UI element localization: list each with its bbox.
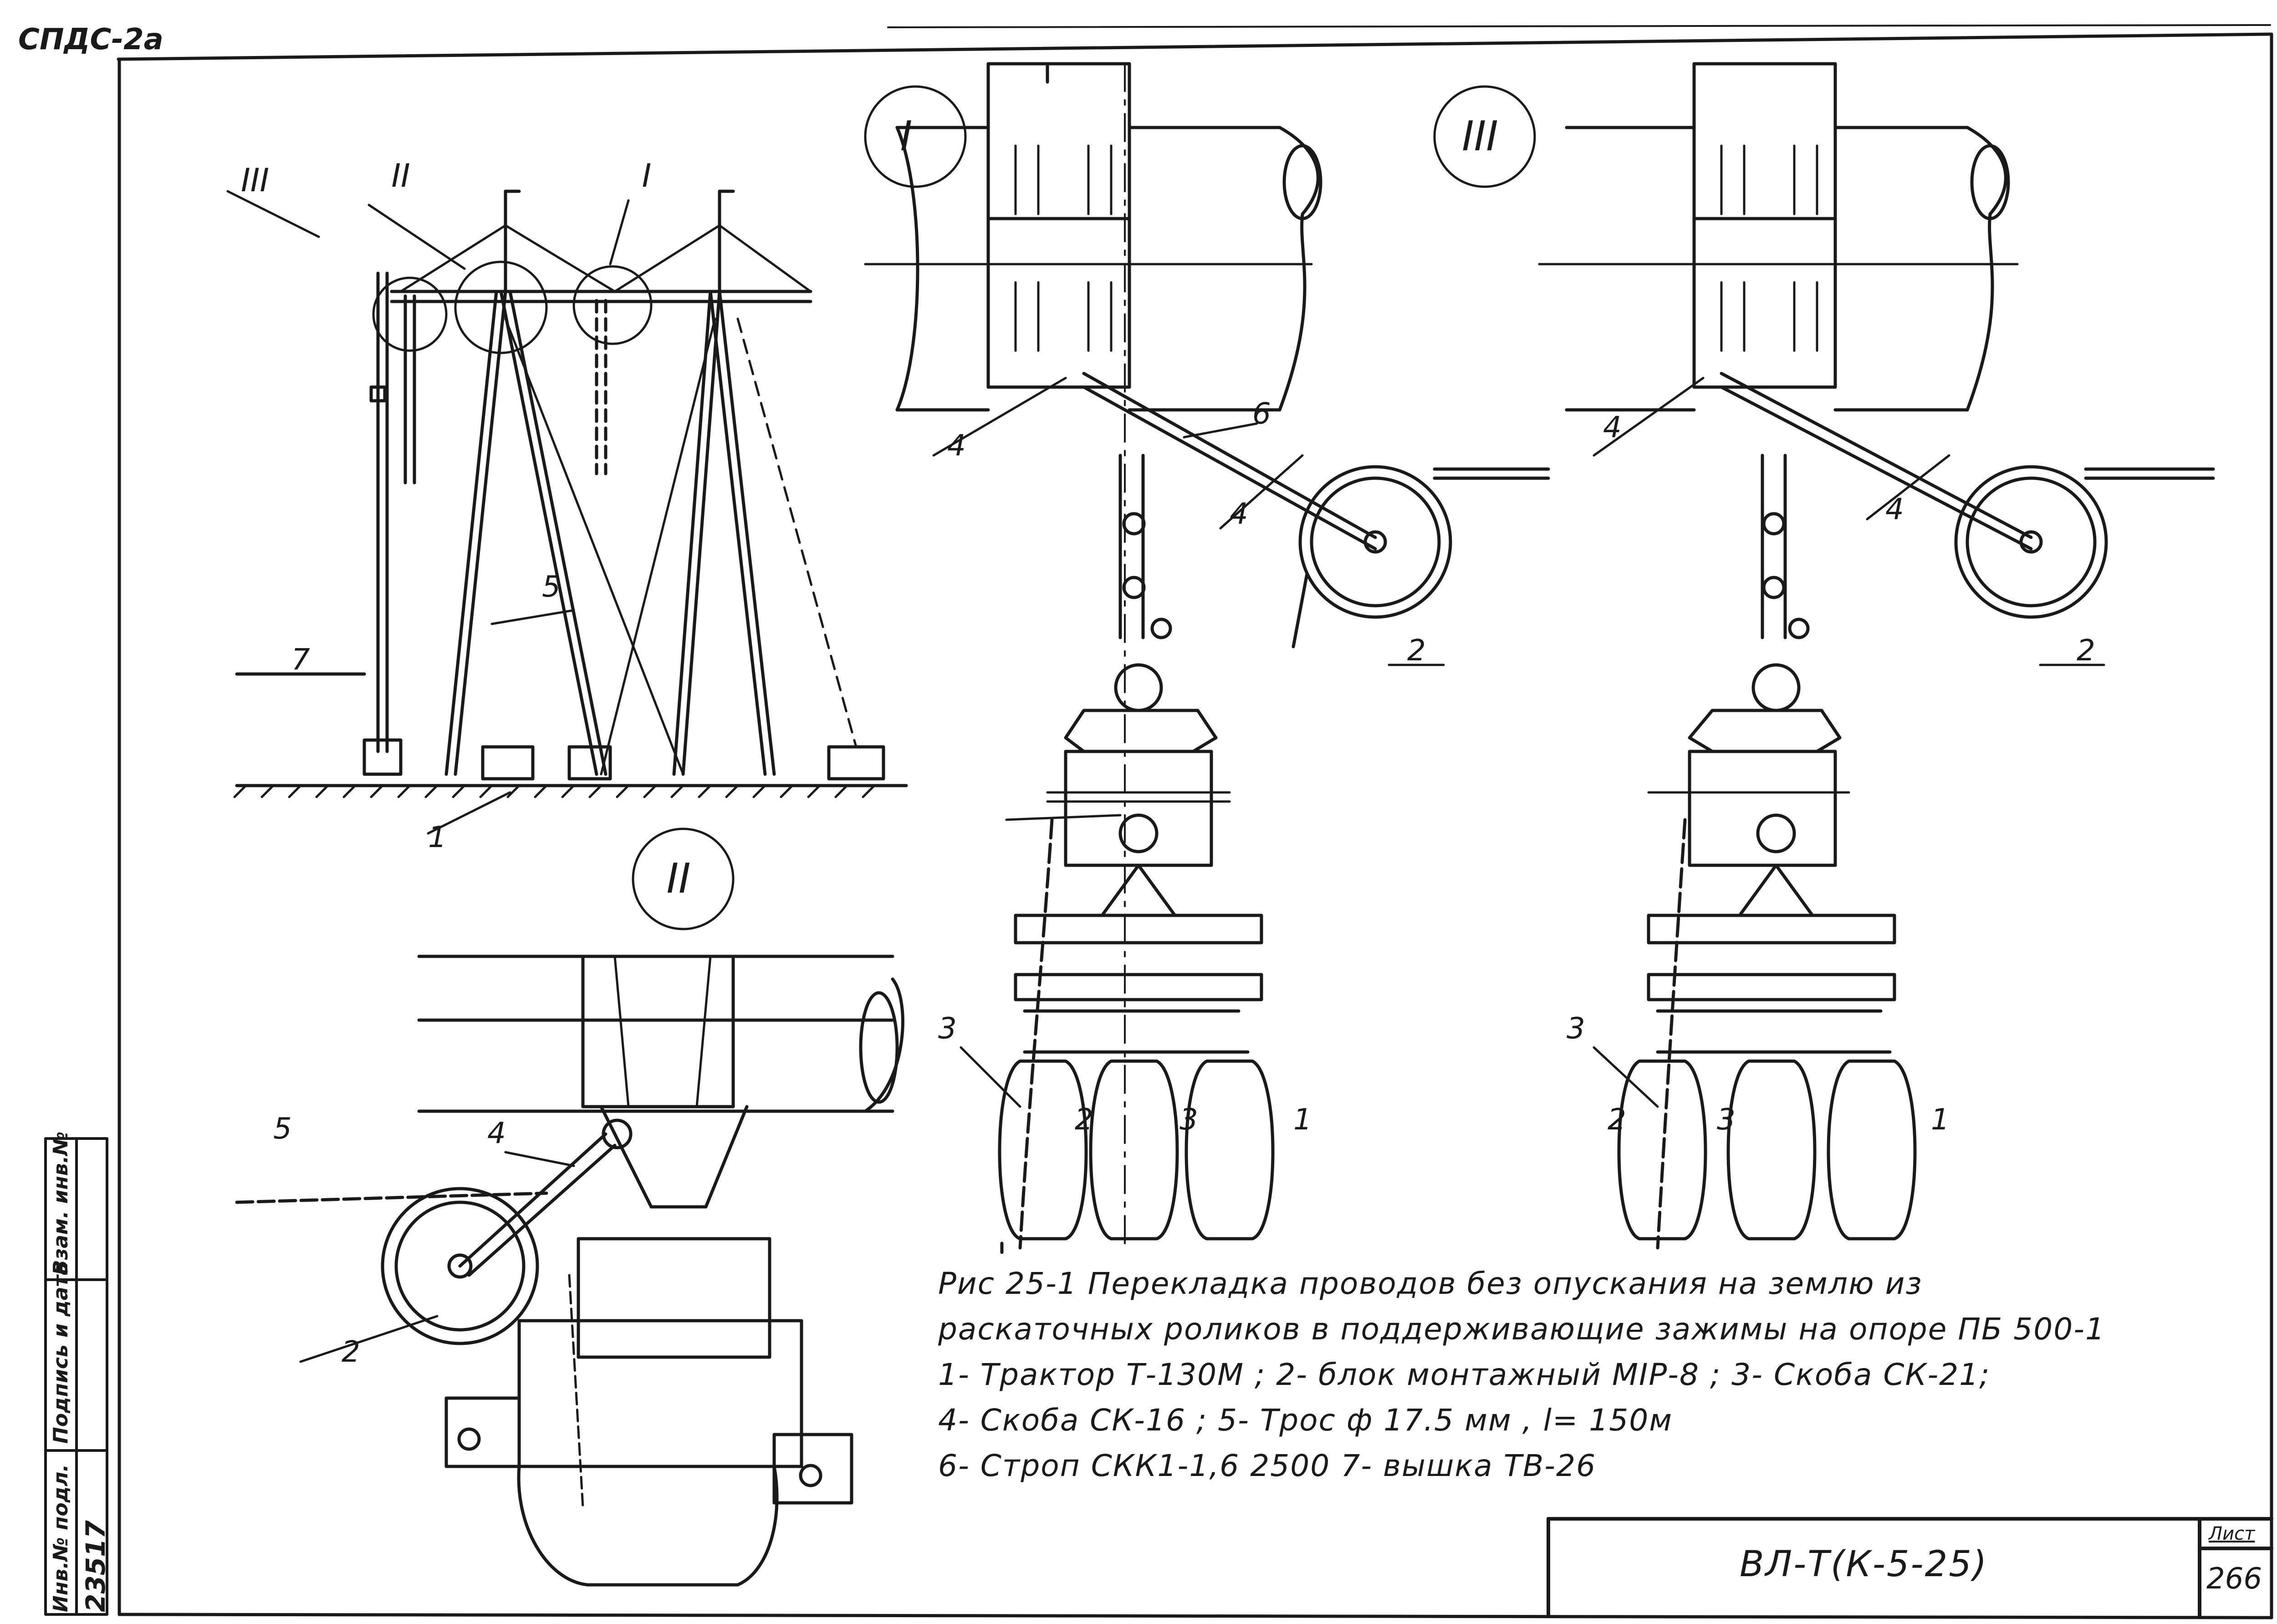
pos-5-overview: 5: [542, 570, 561, 604]
pos-3-III: 3: [1567, 1012, 1585, 1046]
inv-label: Инв.№ подл.: [49, 1464, 72, 1612]
overview-label-I: I: [642, 157, 652, 194]
overview-label-III: III: [241, 162, 269, 199]
pos-4-II: 4: [487, 1117, 506, 1150]
pos-1-I-clamp: 1: [1293, 1103, 1312, 1137]
callout-II: II: [666, 855, 690, 903]
pos-4-III-left: 4: [1603, 411, 1622, 444]
repl-label: Взам. инв.№: [49, 1131, 72, 1275]
pos-4-I-right: 4: [1230, 497, 1248, 531]
inv-number: 23517: [80, 1520, 111, 1612]
callout-I: I: [900, 112, 913, 160]
tower-overview: [226, 189, 908, 835]
sheet-label: Лист: [2209, 1523, 2255, 1544]
pos-5-II: 5: [273, 1112, 292, 1146]
detail-III: [1433, 62, 2215, 1250]
detail-I: [864, 62, 1550, 1254]
caption-line-4: 4- Скоба СК-16 ; 5- Трос ф 17.5 мм , l= …: [938, 1403, 1673, 1438]
position-labels: 7 5 1 4 6 4 2 3 2 3 1 4 4 2 3 2 3 1 5 4 …: [273, 397, 2095, 1369]
pos-3-I: 3: [938, 1012, 957, 1046]
pos-2-III: 2: [2077, 634, 2095, 668]
pos-2-III-clamp: 2: [1608, 1103, 1626, 1137]
caption-line-5: 6- Строп СКК1-1,6 2500 7- вышка ТВ-26: [938, 1448, 1597, 1483]
pos-6-I: 6: [1252, 397, 1271, 431]
title-block: [1547, 1517, 2273, 1618]
pos-3-I-clamp: 3: [1179, 1103, 1198, 1137]
sheet-number: 266: [2206, 1562, 2262, 1596]
callout-III: III: [1462, 112, 1498, 160]
pos-2-I: 2: [1407, 634, 1426, 668]
caption-line-1: Рис 25-1 Перекладка проводов без опускан…: [938, 1266, 1923, 1301]
designation: ВЛ-Т(К-5-25): [1740, 1544, 1988, 1585]
detail-II: [235, 827, 904, 1587]
caption-line-2: раскаточных роликов в поддерживающие заж…: [938, 1312, 2106, 1347]
pos-4-III-right: 4: [1885, 493, 1904, 526]
pos-2-I-clamp: 2: [1075, 1103, 1093, 1137]
pos-4-I-left: 4: [947, 429, 966, 463]
sheet-frame: [117, 24, 2273, 1619]
side-stamp: [44, 1137, 108, 1616]
overview-label-II: II: [391, 157, 410, 194]
sign-label: Подпись и дата: [49, 1261, 72, 1444]
pos-1-overview: 1: [428, 821, 447, 854]
pos-1-III-clamp: 1: [1931, 1103, 1950, 1137]
pos-3-III-clamp: 3: [1717, 1103, 1736, 1137]
pos-7-overview: 7: [291, 643, 310, 677]
doc-code: СПДС-2а: [18, 23, 163, 56]
caption-line-3: 1- Трактор Т-130М ; 2- блок монтажный МІ…: [938, 1357, 1991, 1392]
pos-2-II: 2: [342, 1335, 360, 1369]
